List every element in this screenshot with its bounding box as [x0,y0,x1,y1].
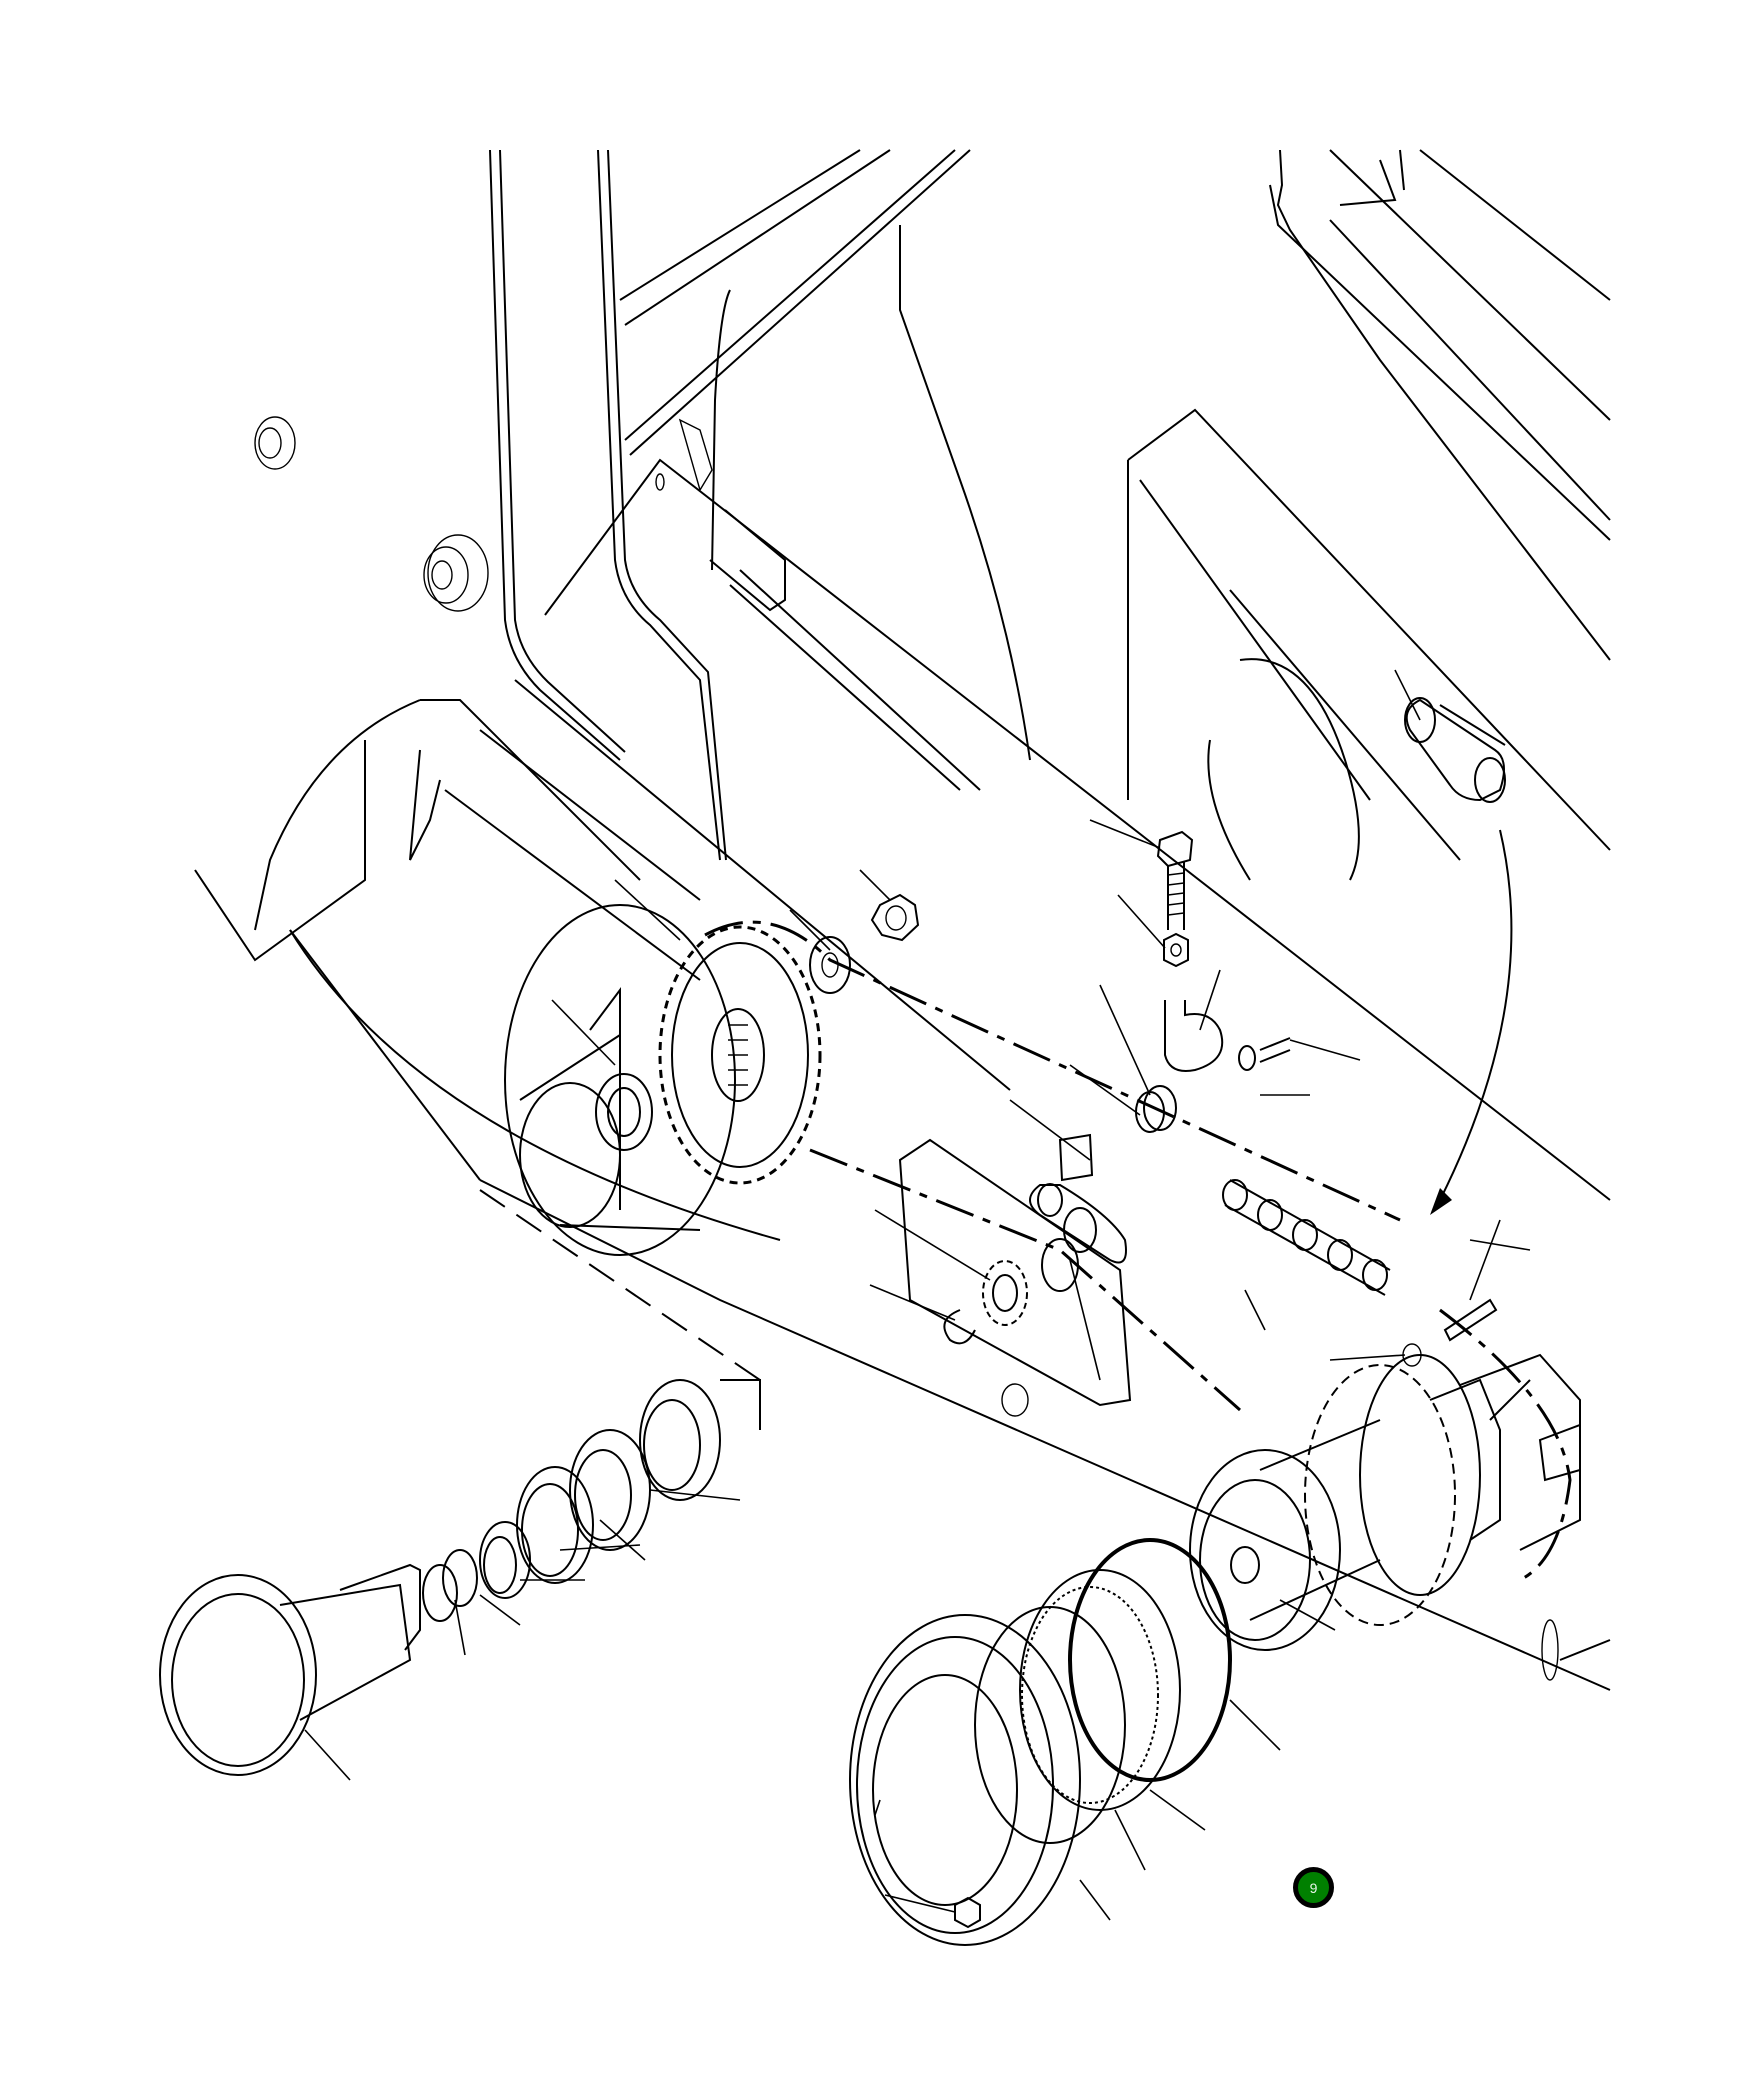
flange-nut [954,1896,981,1929]
small-sprocket [982,1260,1028,1326]
cover-flange [849,1614,1081,1946]
frame-upright [489,149,1031,861]
o-ring [1068,1538,1232,1782]
chain-case-housing [194,458,1611,1691]
assembly-arrow [1430,829,1513,1215]
seal-ring-inner [974,1606,1126,1844]
hub-cone [504,904,736,1256]
tensioner-arm [1029,1133,1127,1292]
drive-motor [1189,1353,1581,1651]
sprocket-nut [870,893,920,942]
motor-mount-plate [1489,1379,1611,1681]
plate-bracket [898,1138,1132,1417]
boss-lower [423,534,489,612]
axle-hub-flange [159,1563,421,1776]
chain-path [704,920,1572,1582]
callout-label: 9 [1309,1879,1318,1896]
large-sprocket [658,925,822,1185]
bearing-stack [422,1379,721,1622]
right-frame [1127,149,1611,861]
access-cover [1207,658,1360,881]
adjuster-bracket [1135,1000,1291,1133]
boss-upper [254,416,296,470]
seal-ring [1019,1569,1181,1811]
roller-chain [1222,1179,1391,1296]
leader-lines [304,669,1531,1921]
adjuster-bolt [1156,830,1194,968]
callout-badge-9[interactable]: 9 [1293,1867,1334,1908]
connecting-link [1404,697,1506,803]
